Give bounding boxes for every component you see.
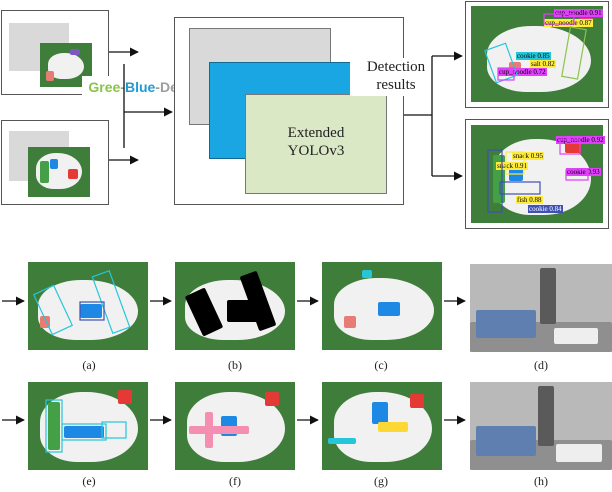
detection-label: cookie 0.84 <box>528 205 563 213</box>
detection-label: snack 0.95 <box>512 152 544 160</box>
input-label-sep2: - <box>155 79 160 95</box>
caption-d: (d) <box>534 358 548 372</box>
output-label-line2: results <box>376 77 416 93</box>
caption-f: (f) <box>229 474 241 488</box>
detection-label: cookie 0.85 <box>516 52 551 60</box>
detection-label: fish 0.88 <box>516 196 543 204</box>
panel-g-image <box>322 382 442 470</box>
detection-label: cookie 0.93 <box>566 168 601 176</box>
output-label: Detection results <box>350 58 442 96</box>
panel-f-image <box>175 382 295 470</box>
detection-label: salt 0.82 <box>530 60 556 68</box>
rgb-image-2 <box>28 147 90 197</box>
detection-label: snack 0.91 <box>496 162 528 170</box>
panel-e-boxes <box>45 399 127 453</box>
input-image-frame-2 <box>1 120 109 205</box>
input-label-blue: Blue <box>124 79 156 95</box>
input-label-sep1: - <box>120 79 125 95</box>
detection-boxes-bottom <box>487 139 589 213</box>
model-title-line2: YOLOv3 <box>287 143 345 159</box>
caption-e: (e) <box>82 474 96 488</box>
panel-a-image <box>28 262 148 350</box>
panel-h-image <box>470 382 612 470</box>
input-label-green: Gree <box>88 79 121 95</box>
panel-a-boxes <box>32 269 131 336</box>
caption-g: (g) <box>374 474 388 488</box>
caption-h: (h) <box>534 474 548 488</box>
panel-e-image <box>28 382 148 470</box>
detection-label: cup_noodle 0.91 <box>554 9 603 17</box>
panel-d-image <box>470 264 612 352</box>
caption-c: (c) <box>374 358 388 372</box>
detection-boxes-top <box>484 13 587 84</box>
detection-label: cup_noodle 0.87 <box>544 19 593 27</box>
panel-b-image <box>175 262 295 350</box>
caption-a: (a) <box>82 358 96 372</box>
model-title-line1: Extended <box>287 125 345 141</box>
caption-b: (b) <box>228 358 242 372</box>
panel-c-image <box>322 262 442 350</box>
model-container: Extended YOLOv3 <box>174 17 404 205</box>
output-label-line1: Detection <box>366 59 426 75</box>
detection-label: cup_noodle 0.72 <box>498 68 547 76</box>
model-layer-3: Extended YOLOv3 <box>245 94 387 194</box>
